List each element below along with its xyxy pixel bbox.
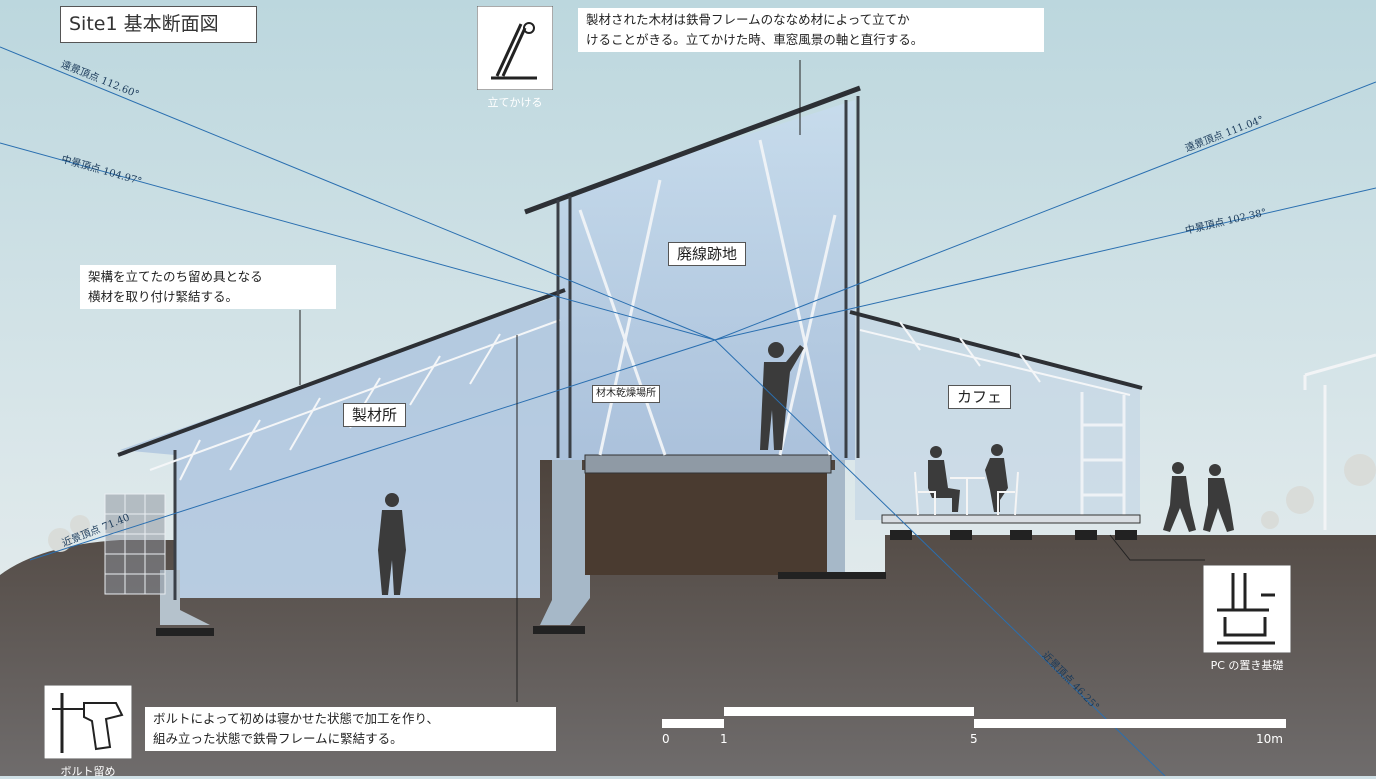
bolt-icon-group: ボルト留め (43, 684, 133, 778)
plants (48, 454, 1376, 552)
lean-icon (476, 5, 554, 91)
scale-tick-5: 5 (970, 732, 978, 746)
label-cafe: カフェ (948, 385, 1012, 409)
label-abandoned-line: 廃線跡地 (668, 242, 747, 266)
drawing-title: Site1 基本断面図 (60, 6, 257, 43)
footing-right (778, 572, 886, 579)
note-fastening: 架構を立てたのち留め具となる 横材を取り付け緊結する。 (80, 265, 336, 309)
cafe-furniture (914, 471, 1019, 516)
cafe-truss (859, 321, 1131, 396)
steel-columns (556, 96, 860, 458)
drill-icon (43, 684, 133, 760)
main-roof (524, 85, 861, 215)
note-line: けることがきる。立てかけた時、車窓風景の軸と直行する。 (586, 32, 924, 47)
people-silhouettes (378, 342, 1234, 595)
cafe-volume (855, 315, 1140, 520)
note-line: 架構を立てたのち留め具となる (88, 269, 263, 284)
scale-tick-10m: 10m (1256, 732, 1283, 746)
platform-slab (584, 454, 832, 474)
sight-lines (0, 46, 1376, 776)
cafe-ladder (1080, 392, 1126, 520)
bolt-icon-caption: ボルト留め (60, 765, 116, 778)
foundation-icon (1202, 564, 1292, 654)
cafe-roof (849, 310, 1143, 390)
sawmill-roof (117, 288, 566, 457)
note-line: 製材された木材は鉄骨フレームのななめ材によって立てか (586, 12, 910, 27)
note-line: 組み立った状態で鉄骨フレームに緊結する。 (153, 731, 403, 746)
footing-left (533, 626, 585, 634)
sawmill-footing-pad (156, 628, 214, 636)
note-line: ボルトによって初めは寝かせた状態で加工を作り、 (153, 711, 440, 726)
scale-bar (662, 707, 1286, 728)
note-line: 横材を取り付け緊結する。 (88, 289, 239, 304)
note-bolting: ボルトによって初めは寝かせた状態で加工を作り、 組み立った状態で鉄骨フレームに緊… (145, 707, 556, 751)
cafe-deck (881, 514, 1141, 524)
concrete-foundation (540, 460, 845, 625)
diagonal-braces (578, 139, 837, 456)
scale-tick-0: 0 (662, 732, 670, 746)
pc-foundation-group: PC の置き基礎 (1202, 564, 1292, 672)
label-drying-area: 材木乾燥場所 (592, 385, 660, 403)
sawmill-footing (160, 570, 210, 625)
label-sawmill: 製材所 (343, 403, 407, 427)
glass-block-wall (104, 493, 166, 595)
cafe-footings (890, 530, 1137, 540)
leader-lines (299, 60, 1205, 702)
scale-tick-1: 1 (720, 732, 728, 746)
earth-fill (585, 470, 827, 575)
distant-structure (1303, 353, 1376, 530)
foundation-icon-caption: PC の置き基礎 (1210, 659, 1284, 672)
note-lean-timber: 製材された木材は鉄骨フレームのななめ材によって立てか けることがきる。立てかけた… (578, 8, 1044, 52)
lean-icon-caption: 立てかける (487, 96, 543, 109)
sawmill-volume (120, 295, 560, 598)
lean-icon-group: 立てかける (476, 5, 554, 110)
